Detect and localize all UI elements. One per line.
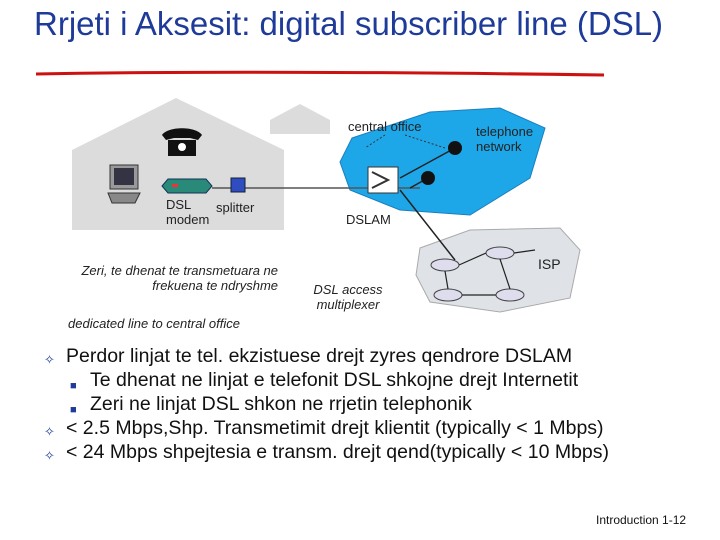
central-office-label: central office <box>348 119 421 134</box>
bullet-item: ✧ < 24 Mbps shpejtesia e transm. drejt q… <box>44 440 714 464</box>
isp-label: ISP <box>538 257 561 272</box>
phone-switch-2 <box>421 171 435 185</box>
voice-data-note: Zeri, te dhenat te transmetuara ne freku… <box>56 263 278 293</box>
dedicated-line-label: dedicated line to central office <box>68 316 288 331</box>
dsl-modem-label: DSL modem <box>166 197 216 227</box>
footer-page-label: Introduction 1-12 <box>594 513 688 527</box>
bullet-list: ✧ Perdor linjat te tel. ekzistuese drejt… <box>44 344 714 464</box>
bullet-text: Perdor linjat te tel. ekzistuese drejt z… <box>66 345 572 367</box>
splitter-label: splitter <box>216 200 254 215</box>
modem-icon <box>162 179 212 193</box>
title-underline <box>34 68 614 80</box>
central-office-building <box>270 104 330 134</box>
slide-title: Rrjeti i Aksesit: digital subscriber lin… <box>34 4 674 44</box>
computer-icon <box>108 165 140 203</box>
bullet-text: < 24 Mbps shpejtesia e transm. drejt qen… <box>66 441 609 463</box>
dsl-diagram: central office telephone network DSL mod… <box>0 90 720 340</box>
dslam-description: DSL access multiplexer <box>298 282 398 312</box>
phone-switch <box>448 141 462 155</box>
bullet-item: ✧ < 2.5 Mbps,Shp. Transmetimit drejt kli… <box>44 416 714 440</box>
sub-bullet-text: Zeri ne linjat DSL shkon ne rrjetin tele… <box>90 393 472 415</box>
sub-bullet-text: Te dhenat ne linjat e telefonit DSL shko… <box>90 369 578 391</box>
bullet-marker: ✧ <box>44 444 55 468</box>
telephone-network-label: telephone network <box>476 124 556 154</box>
bullet-item: ✧ Perdor linjat te tel. ekzistuese drejt… <box>44 344 714 368</box>
sub-bullet-item: ■ Te dhenat ne linjat e telefonit DSL sh… <box>44 368 714 392</box>
telephone-icon <box>162 128 202 156</box>
dslam-icon <box>368 167 398 193</box>
bullet-text: < 2.5 Mbps,Shp. Transmetimit drejt klien… <box>66 417 604 439</box>
dslam-label: DSLAM <box>346 212 391 227</box>
sub-bullet-item: ■ Zeri ne linjat DSL shkon ne rrjetin te… <box>44 392 714 416</box>
splitter-icon <box>231 178 245 192</box>
